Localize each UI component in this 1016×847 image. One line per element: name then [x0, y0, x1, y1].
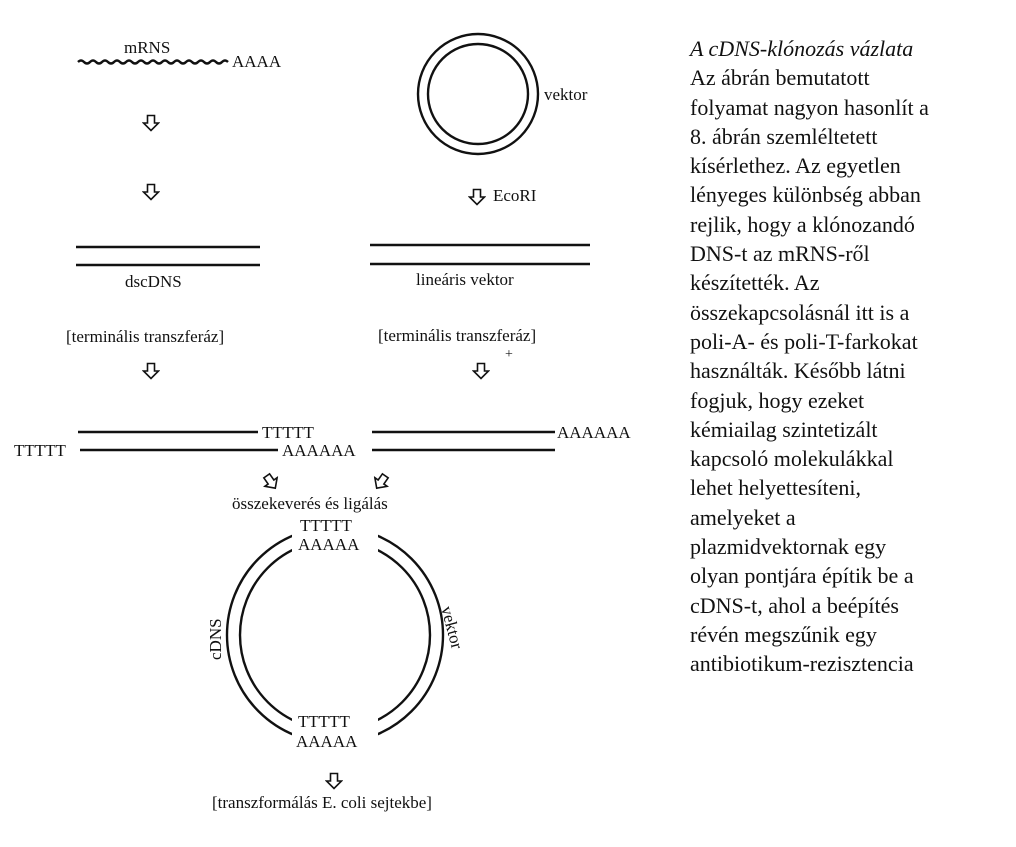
caption-line: folyamat nagyon hasonlít a	[690, 94, 929, 120]
plus-sign: +	[505, 347, 513, 362]
caption-line: lényeges különbség abban	[690, 182, 921, 208]
caption-line: kísérlethez. Az egyetlen	[690, 153, 901, 179]
linear-vector-double-strand	[370, 243, 590, 266]
circle-bottom-poly-t: TTTTT	[298, 712, 351, 731]
caption-line: lehet helyettesíteni,	[690, 475, 862, 501]
arrow-down-icon	[325, 772, 343, 790]
dscdna-label: dscDNS	[125, 272, 182, 291]
caption-line: Az ábrán bemutatott	[690, 65, 870, 91]
caption-line: amelyeket a	[690, 504, 796, 530]
caption-line: DNS-t az mRNS-ről	[690, 241, 870, 267]
cdna-cloning-diagram: mRNS AAAA vektor EcoRI dscDNS lineáris v…	[14, 32, 631, 812]
caption-line: rejlik, hogy a klónozandó	[690, 211, 915, 237]
vector-label: vektor	[544, 85, 588, 104]
arrow-down-icon	[468, 188, 486, 206]
cdna-arc-label: cDNS	[206, 618, 225, 660]
caption-line: fogjuk, hogy ezeket	[690, 387, 865, 413]
caption-title: A cDNS-klónozás vázlata	[690, 36, 914, 61]
caption-line: összekapcsolásnál itt is a	[690, 299, 910, 325]
tailed-linear-vector	[372, 430, 555, 452]
caption-line: kémiailag szintetizált	[690, 416, 878, 442]
circle-bottom-poly-a: AAAAA	[296, 732, 358, 751]
figure-caption: A cDNS-klónozás vázlata Az ábrán bemutat…	[690, 34, 1008, 679]
dscdna-double-strand	[76, 245, 260, 267]
terminal-transferase-label-left: [terminális transzferáz]	[66, 327, 224, 346]
poly-t-tail-left: TTTTT	[14, 441, 67, 460]
circle-top-poly-t: TTTTT	[300, 516, 353, 535]
poly-t-tail-right: TTTTT	[262, 423, 315, 442]
mrna-wave-strand	[77, 59, 229, 65]
caption-line: révén megszűnik egy	[690, 621, 877, 647]
arrow-down-icon	[142, 114, 160, 132]
caption-line: antibiotikum-rezisztencia	[690, 651, 914, 677]
caption-line: poli-A- és poli-T-farkokat	[690, 328, 918, 354]
caption-line: olyan pontjára építik be a	[690, 563, 914, 589]
arrow-diagonal-icon	[369, 470, 393, 494]
arrow-down-icon	[142, 183, 160, 201]
mrna-label: mRNS	[124, 38, 170, 57]
caption-line: 8. ábrán szemléltetett	[690, 123, 878, 149]
arrow-down-icon	[472, 362, 490, 380]
linear-vector-label: lineáris vektor	[416, 270, 514, 289]
caption-line: cDNS-t, ahol a beépítés	[690, 592, 899, 618]
poly-a-tail-label: AAAA	[232, 52, 282, 71]
tailed-cdna-insert	[78, 430, 278, 452]
caption-line: készítették. Az	[690, 270, 820, 296]
poly-a-tail-vector-left: AAAAAA	[282, 441, 356, 460]
arrow-diagonal-icon	[259, 470, 283, 494]
recombinant-plasmid	[225, 525, 445, 745]
caption-line: kapcsoló molekulákkal	[690, 446, 894, 472]
ecori-label: EcoRI	[493, 186, 537, 205]
terminal-transferase-label-right: [terminális transzferáz]	[378, 326, 536, 345]
circle-top-poly-a: AAAAA	[298, 535, 360, 554]
vector-plasmid	[416, 32, 540, 156]
transformation-label: [transzformálás E. coli sejtekbe]	[212, 793, 432, 812]
caption-line: használták. Később látni	[690, 358, 906, 384]
mixing-ligation-label: összekeverés és ligálás	[232, 494, 388, 513]
arrow-down-icon	[142, 362, 160, 380]
poly-a-tail-vector-right: AAAAAA	[557, 423, 631, 442]
caption-line: plazmidvektornak egy	[690, 534, 887, 560]
